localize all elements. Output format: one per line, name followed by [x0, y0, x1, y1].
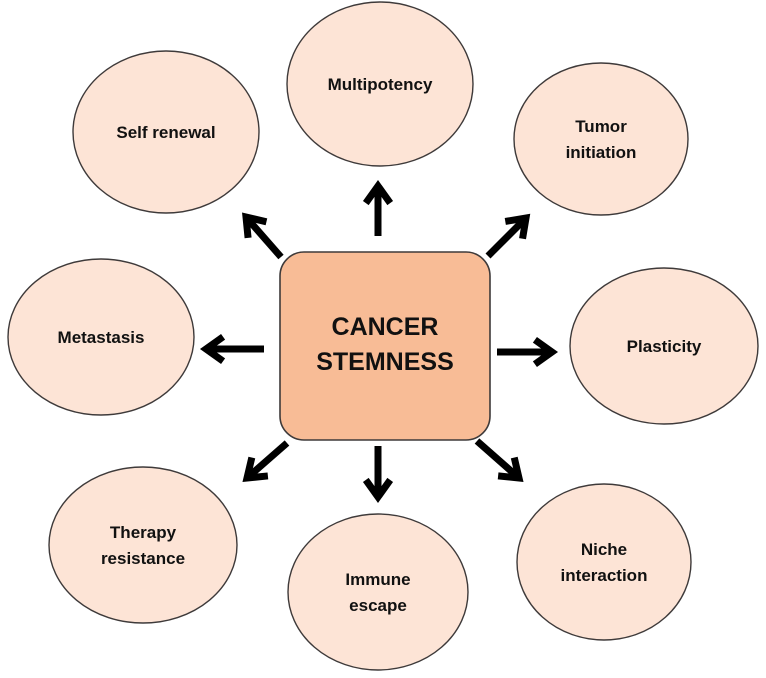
node-label-niche-interaction-line2: interaction [561, 566, 648, 585]
node-label-tumor-initiation-line2: initiation [566, 143, 637, 162]
arrow-down-left [242, 440, 290, 482]
node-therapy-resistance: Therapy resistance [48, 466, 238, 624]
arrow-head-down [362, 477, 394, 504]
center-node: CANCER STEMNESS [279, 251, 491, 441]
arrow-head-up-left [242, 212, 268, 239]
node-niche-interaction: Niche interaction [516, 483, 692, 641]
node-ellipse-tumor-initiation [513, 62, 689, 216]
node-label-plasticity-line1: Plasticity [627, 337, 702, 356]
arrow-up-left [242, 212, 284, 260]
arrow-down-right [474, 438, 524, 482]
node-ellipse-therapy-resistance [48, 466, 238, 624]
node-ellipse-plasticity [569, 267, 759, 425]
arrow-right [497, 336, 559, 368]
node-label-multipotency-line1: Multipotency [328, 75, 433, 94]
node-label-therapy-resistance-line1: Therapy [110, 523, 177, 542]
center-box [279, 251, 491, 441]
arrow-left [199, 333, 264, 365]
node-plasticity: Plasticity [569, 267, 759, 425]
node-ellipse-immune-escape [287, 513, 469, 671]
node-ellipse-niche-interaction [516, 483, 692, 641]
node-tumor-initiation: Tumor initiation [513, 62, 689, 216]
arrow-head-up-right [504, 213, 531, 240]
center-label-line2: STEMNESS [316, 348, 454, 376]
node-label-self-renewal-line1: Self renewal [116, 123, 215, 142]
node-label-immune-escape-line2: escape [349, 596, 407, 615]
node-label-niche-interaction-line1: Niche [581, 540, 627, 559]
arrow-head-right [532, 336, 559, 368]
node-ellipse-multipotency [286, 1, 474, 167]
node-multipotency: Multipotency [286, 1, 474, 167]
arrow-up-right [485, 213, 531, 259]
arrow-down [362, 446, 394, 504]
arrow-shaft-down-right [474, 438, 520, 479]
arrow-head-down-right [497, 456, 524, 482]
node-self-renewal: Self renewal [72, 50, 260, 214]
arrow-head-left [199, 333, 226, 365]
node-label-therapy-resistance-line2: resistance [101, 549, 185, 568]
arrow-head-down-left [242, 456, 269, 482]
node-label-tumor-initiation-line1: Tumor [575, 117, 627, 136]
node-ellipse-metastasis [7, 258, 195, 416]
node-label-metastasis-line1: Metastasis [58, 328, 145, 347]
node-ellipse-self-renewal [72, 50, 260, 214]
arrow-head-up [362, 179, 394, 206]
node-label-immune-escape-line1: Immune [345, 570, 410, 589]
arrow-shaft-down-left [246, 440, 290, 479]
center-label-line1: CANCER [332, 313, 439, 341]
arrow-shaft-up-right [485, 217, 527, 259]
arrows-layer [199, 179, 559, 504]
arrow-up [362, 179, 394, 236]
node-metastasis: Metastasis [7, 258, 195, 416]
node-immune-escape: Immune escape [287, 513, 469, 671]
arrow-shaft-up-left [245, 216, 284, 260]
